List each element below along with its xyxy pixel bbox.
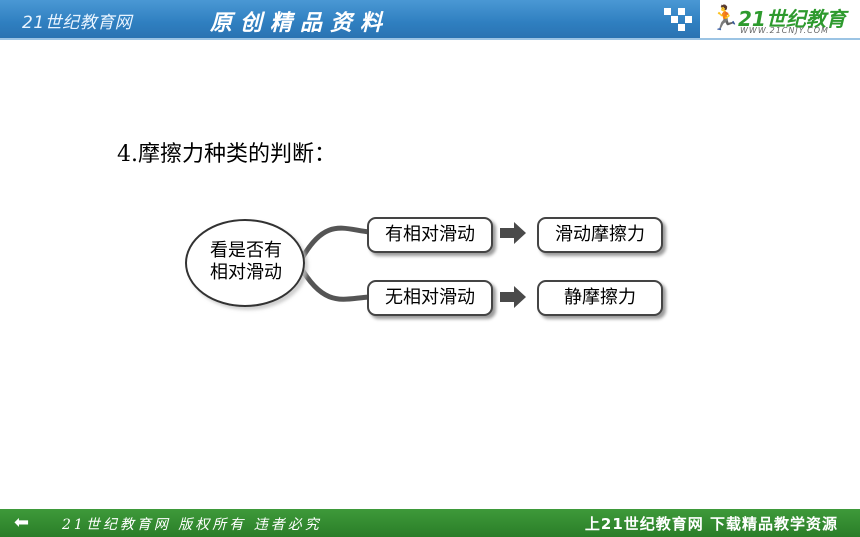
left-arrow-icon[interactable]: ⬅	[14, 512, 30, 533]
decorative-squares-icon	[664, 8, 692, 32]
site-name: 21世纪教育网	[22, 13, 133, 33]
footer-copyright: 21世纪教育网 版权所有 违者必究	[62, 517, 322, 533]
condition-no-relative-sliding: 无相对滑动	[367, 280, 493, 316]
footer-promo[interactable]: 上21世纪教育网 下载精品教学资源	[584, 515, 838, 533]
root-node-line: 看是否有	[210, 240, 282, 261]
lower-connector	[297, 263, 373, 302]
logo[interactable]: 🏃 21世纪教育 WWW.21CNJY.COM	[700, 0, 860, 38]
result-sliding-friction: 滑动摩擦力	[537, 217, 663, 253]
runner-logo-icon: 🏃	[710, 4, 740, 32]
root-node-line: 相对滑动	[210, 262, 282, 283]
footer-banner: ⬅ 21世纪教育网 版权所有 违者必究 上21世纪教育网 下载精品教学资源	[0, 509, 860, 537]
right-arrow-icon	[500, 286, 526, 308]
root-node-label: 看是否有 相对滑动	[186, 240, 306, 284]
header-divider	[0, 38, 860, 40]
header-banner: 21世纪教育网 原创精品资料 🏃 21世纪教育 WWW.21CNJY.COM	[0, 0, 860, 38]
root-ellipse	[185, 219, 305, 307]
result-static-friction: 静摩擦力	[537, 280, 663, 316]
right-arrow-icon	[500, 222, 526, 244]
logo-text: 21世纪教育	[738, 7, 846, 31]
logo-url: WWW.21CNJY.COM	[740, 26, 829, 35]
header-slogan: 原创精品资料	[210, 10, 391, 36]
condition-relative-sliding: 有相对滑动	[367, 217, 493, 253]
upper-connector	[297, 225, 373, 265]
slide-heading: 4.摩擦力种类的判断：	[117, 142, 336, 167]
